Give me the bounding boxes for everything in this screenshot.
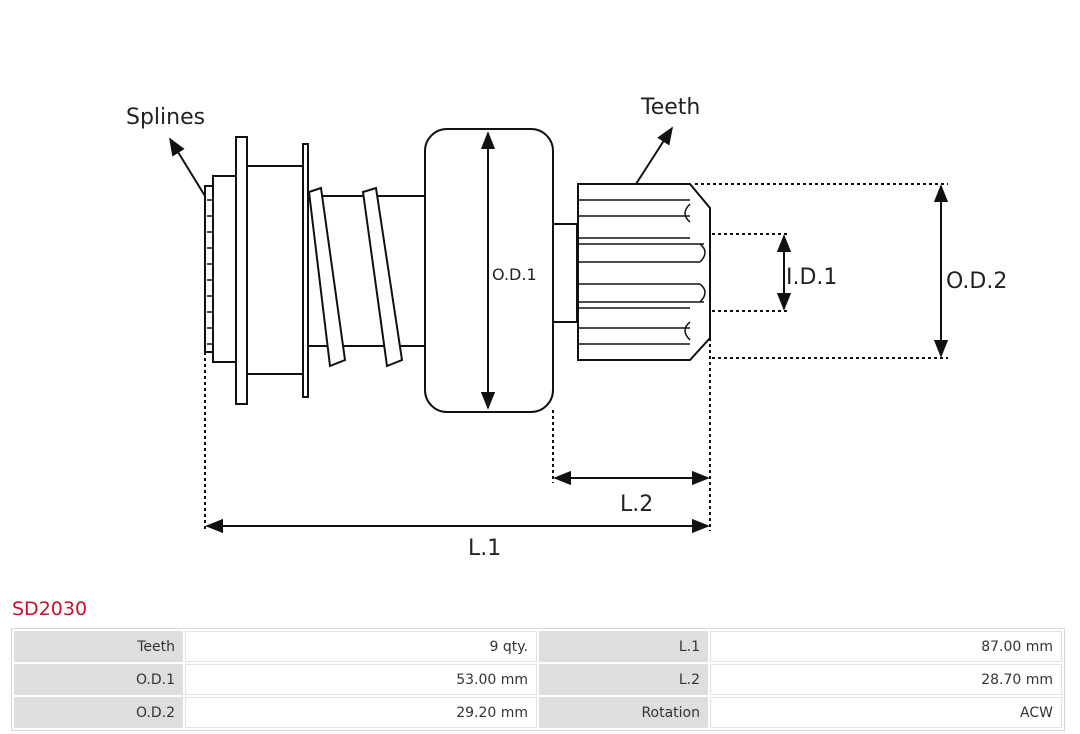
spec-key: O.D.2 bbox=[14, 697, 183, 728]
spec-key: L.2 bbox=[539, 664, 708, 695]
od1-label: O.D.1 bbox=[492, 265, 537, 284]
spring-coil bbox=[307, 186, 347, 368]
table-row: O.D.1 53.00 mm L.2 28.70 mm bbox=[14, 664, 1062, 695]
splines-label: Splines bbox=[126, 105, 205, 130]
pinion-teeth bbox=[578, 199, 706, 345]
table-row: Teeth 9 qty. L.1 87.00 mm bbox=[14, 631, 1062, 662]
spring-coil bbox=[361, 186, 404, 368]
spec-value: 87.00 mm bbox=[710, 631, 1062, 662]
part-code: SD2030 bbox=[12, 598, 88, 620]
spec-value: 28.70 mm bbox=[710, 664, 1062, 695]
clutch-housing bbox=[246, 165, 306, 375]
spec-key: L.1 bbox=[539, 631, 708, 662]
l1-label: L.1 bbox=[468, 536, 501, 561]
spec-value: 9 qty. bbox=[185, 631, 537, 662]
spec-key: O.D.1 bbox=[14, 664, 183, 695]
spec-key: Rotation bbox=[539, 697, 708, 728]
spec-key: Teeth bbox=[14, 631, 183, 662]
pinion-neck bbox=[552, 223, 578, 323]
extension-lines bbox=[204, 183, 948, 531]
teeth-leader bbox=[635, 126, 673, 185]
washer-plate-left bbox=[235, 136, 248, 405]
drive-body bbox=[204, 128, 711, 413]
spec-value: 29.20 mm bbox=[185, 697, 537, 728]
starter-drive-diagram: Splines Teeth O.D.1 I.D.1 O.D.2 L.2 L.1 bbox=[126, 95, 1007, 561]
spec-value: 53.00 mm bbox=[185, 664, 537, 695]
od2-label: O.D.2 bbox=[946, 269, 1007, 294]
spline-ridges bbox=[207, 199, 213, 345]
spec-value: ACW bbox=[710, 697, 1062, 728]
id1-label: I.D.1 bbox=[786, 265, 837, 290]
diagram-labels: Splines Teeth O.D.1 I.D.1 O.D.2 L.2 L.1 bbox=[126, 95, 1007, 561]
spline-collar bbox=[212, 175, 238, 363]
l2-label: L.2 bbox=[620, 492, 653, 517]
teeth-label: Teeth bbox=[640, 95, 700, 120]
splines-leader bbox=[169, 137, 206, 197]
dimension-arrows bbox=[169, 126, 949, 534]
table-row: O.D.2 29.20 mm Rotation ACW bbox=[14, 697, 1062, 728]
spec-table: Teeth 9 qty. L.1 87.00 mm O.D.1 53.00 mm… bbox=[11, 628, 1065, 731]
pinion-gear bbox=[577, 183, 711, 361]
